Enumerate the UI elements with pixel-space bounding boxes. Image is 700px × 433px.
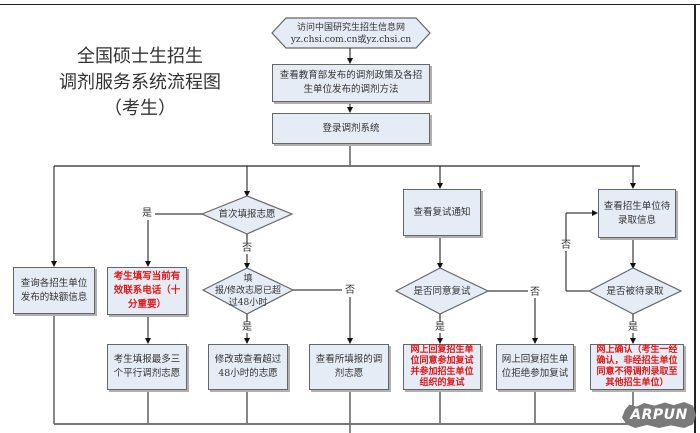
policy-box: 查看教育部发布的调剂政策及各招生单位发布的调剂方法 [272,64,430,102]
over48-text: 填 报/修改志愿已超 过48小时 [203,270,293,312]
confirm-box: 网上确认（考生一经确认，非经招生单位同意不得调剂录取至其他招生单位） [590,344,684,390]
first-time-text: 首次填报志愿 [218,208,276,220]
first-time-diamond [200,195,294,235]
over48-line-1: 填 [243,274,253,284]
modify-box: 修改或查看超过48小时的志愿 [208,344,288,390]
fill-three-box: 考生填报最多三个平行调剂志愿 [107,344,187,390]
title-line-1: 全国硕士生招生 [77,46,203,67]
accept-retest-box: 网上回复招生单位同意参加复试并参加招生单位组织的复试 [403,344,481,390]
agree-yes-label: 是 [435,322,445,333]
retest-notice-box: 查看复试通知 [403,189,481,236]
start-line-2: yz.chsi.com.cn或yz.chsi.cn [290,34,412,45]
over48-yes-label: 是 [242,322,252,333]
start-hexagon [271,17,431,49]
start-line-1: 访问中国研究生招生信息网 [296,22,405,33]
is-pending-text: 是否被待录取 [606,285,664,297]
first-yes-label: 是 [142,208,152,219]
agree-no-label: 否 [530,287,540,298]
frame-right-border [694,4,696,433]
diagram-title: 全国硕士生招生 调剂服务系统流程图 （考生） [40,44,240,122]
watermark-logo: ARPUN [622,402,696,428]
pending-info-box: 查看招生单位待录取信息 [598,189,676,238]
phone-box: 考生填写当前有效联系电话（十分重要） [107,267,187,315]
over48-no-label: 否 [345,285,355,296]
is-pending-diamond [587,267,683,315]
login-box: 登录调剂系统 [272,113,430,144]
pending-no-label: 否 [561,240,571,251]
first-no-label: 否 [242,243,252,254]
agree-retest-text: 是否同意复试 [413,285,471,297]
reject-retest-box: 网上回复招生单位拒绝参加复试 [496,344,574,390]
vacancy-box: 查询各招生单位发布的缺额信息 [13,267,95,314]
frame-top-border [0,4,700,5]
over48-line-3: 过48小时 [228,298,268,308]
start-node: 访问中国研究生招生信息网 yz.chsi.com.cn或yz.chsi.cn [286,19,416,48]
pending-yes-label: 是 [628,322,638,333]
title-line-2: 调剂服务系统流程图 [59,72,221,93]
view-filled-box: 查看所填报的调剂志愿 [309,344,389,390]
title-line-3: （考生） [104,98,176,119]
over48-line-2: 报/修改志愿已超 [214,286,282,296]
